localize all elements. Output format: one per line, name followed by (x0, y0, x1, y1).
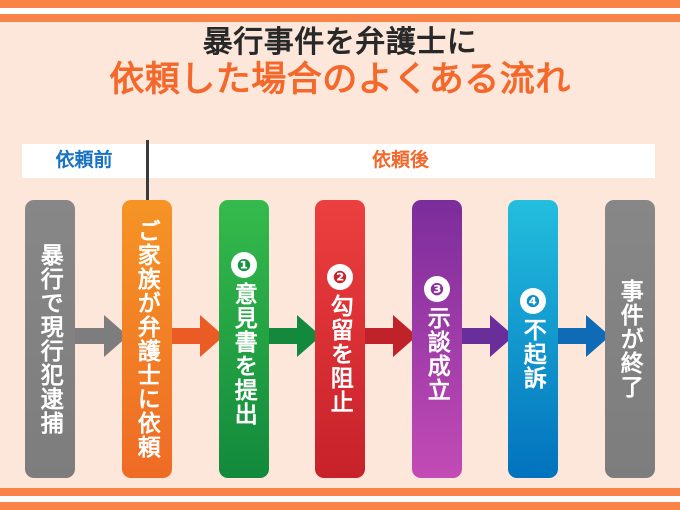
flow-step-opinion-letter: ❶ 意見書を提出 (219, 200, 269, 478)
step-number-badge: ❶ (231, 252, 257, 278)
top-rule-gap (0, 8, 680, 14)
flow-step-label: 暴行で現行犯逮捕 (37, 243, 64, 435)
arrow-1 (74, 312, 128, 360)
step-number-badge: ❹ (520, 288, 546, 314)
arrow-2 (170, 312, 224, 360)
flow-step-label: 不起訴 (520, 318, 547, 390)
arrow-5 (460, 312, 514, 360)
top-rule-bar-1 (0, 0, 680, 8)
title-line-primary: 暴行事件を弁護士に (202, 26, 478, 59)
arrow-4 (363, 312, 417, 360)
bottom-rule-gap (0, 496, 680, 502)
flow-step-label: ご家族が弁護士に依頼 (134, 219, 161, 459)
flow-step-arrest: 暴行で現行犯逮捕 (25, 200, 75, 478)
flow-step-label: 勾留を阻止 (327, 294, 354, 414)
flow-step-label: 事件が終了 (617, 279, 644, 399)
phase-label-band: 依頼前 依頼後 (22, 144, 655, 178)
step-number-badge: ❷ (327, 264, 353, 290)
top-rule-bar-2 (0, 14, 680, 22)
phase-divider-line (146, 140, 149, 202)
flow-step-non-prosecution: ❹ 不起訴 (508, 200, 558, 478)
bottom-rule-bar-2 (0, 502, 680, 510)
bottom-rule-bar-1 (0, 488, 680, 496)
flow-step-case-closed: 事件が終了 (605, 200, 655, 478)
phase-label-before: 依頼前 (55, 150, 113, 171)
phase-label-after: 依頼後 (371, 150, 429, 171)
flow-step-label: 示談成立 (424, 306, 451, 402)
flow-step-settlement: ❸ 示談成立 (412, 200, 462, 478)
flow-step-prevent-detention: ❷ 勾留を阻止 (315, 200, 365, 478)
title-line-accent: 依頼した場合のよくある流れ (109, 59, 571, 99)
arrow-6 (556, 312, 610, 360)
flow-step-label: 意見書を提出 (231, 282, 258, 426)
arrow-3 (267, 312, 321, 360)
page-title: 暴行事件を弁護士に 依頼した場合のよくある流れ (0, 26, 680, 99)
flow-step-request-lawyer: ご家族が弁護士に依頼 (122, 200, 172, 478)
step-number-badge: ❸ (424, 276, 450, 302)
